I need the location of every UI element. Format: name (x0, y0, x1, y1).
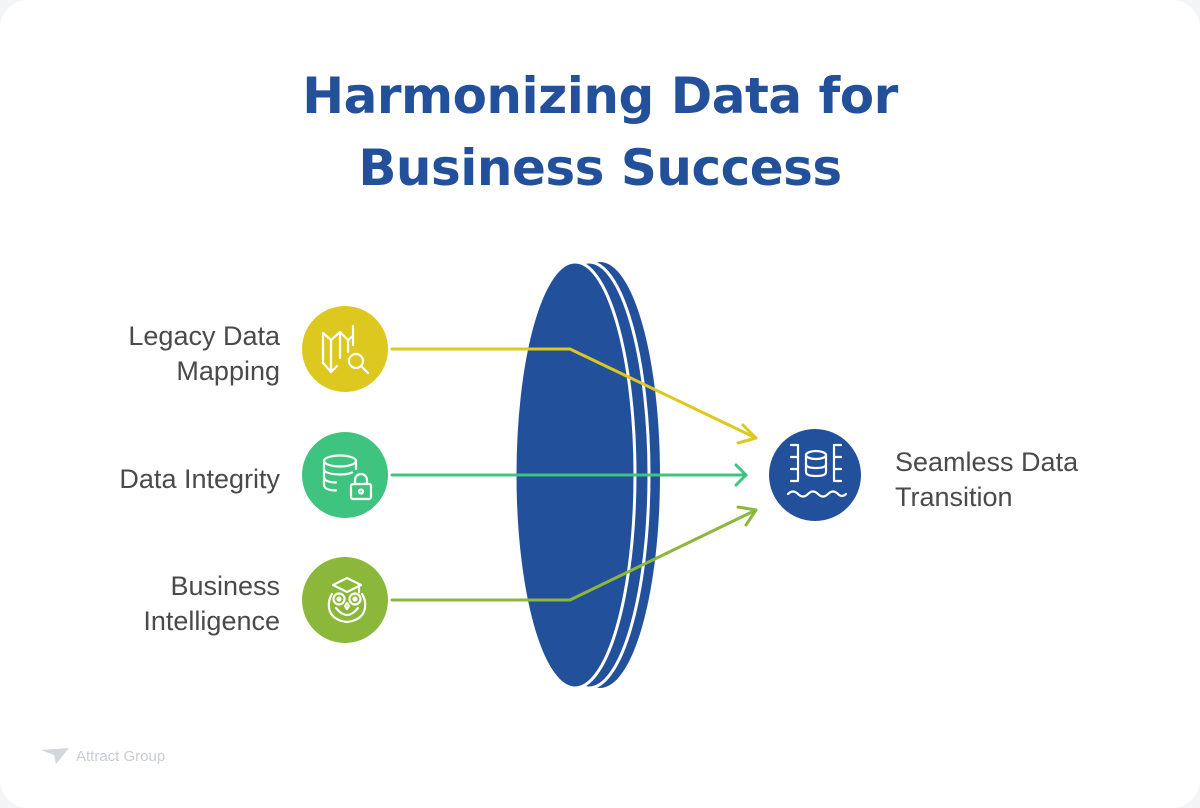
connector-legacy (390, 347, 758, 445)
business-intelligence-node (302, 557, 388, 643)
watermark: Attract Group (40, 744, 165, 768)
label-data-integrity: Data Integrity (119, 464, 280, 494)
legacy-data-mapping-node (302, 306, 388, 392)
database-lock-icon (322, 454, 373, 501)
label-seamless-data-transition: Seamless Data Transition (895, 447, 1079, 512)
data-integrity-node (302, 432, 388, 518)
seamless-data-transition-node (769, 429, 861, 521)
database-flow-icon (786, 443, 848, 498)
connector-integrity (390, 463, 748, 487)
label-legacy-data-mapping: Legacy Data Mapping (128, 321, 280, 386)
label-business-intelligence: Business Intelligence (143, 571, 280, 636)
connector-bi (390, 505, 758, 602)
watermark-text: Attract Group (76, 747, 166, 765)
title-line-1: Harmonizing Data for (302, 67, 898, 125)
page-title: Harmonizing Data for Business Success (0, 60, 1200, 204)
owl-graduate-icon (327, 576, 367, 624)
title-line-2: Business Success (358, 139, 842, 197)
paper-plane-icon (41, 748, 69, 764)
map-search-icon (321, 324, 370, 375)
